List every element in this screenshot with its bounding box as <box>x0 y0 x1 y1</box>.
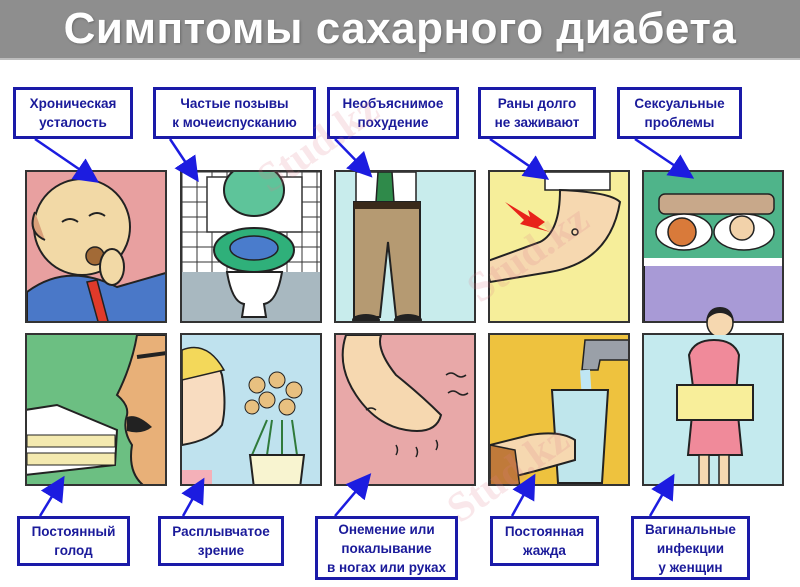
label-weight-loss: Необъяснимое похудение <box>327 87 459 139</box>
loose-trousers-icon <box>352 172 422 321</box>
man-eating-cake-icon <box>27 335 165 484</box>
label-vaginal-infections: Вагинальные инфекции у женщин <box>631 516 750 580</box>
panel-slow-healing-wounds <box>488 170 630 323</box>
label-chronic-fatigue: Хроническая усталость <box>13 87 133 139</box>
panel-frequent-urination <box>180 170 322 323</box>
title-bar: Симптомы сахарного диабета <box>0 0 800 60</box>
panel-vaginal-infections <box>642 333 784 486</box>
label-constant-thirst: Постоянная жажда <box>490 516 599 566</box>
woman-with-sign-icon <box>676 338 754 484</box>
panel-chronic-fatigue <box>25 170 167 323</box>
couple-in-bed-icon <box>644 193 782 321</box>
label-numbness: Онемение или покалывание в ногах или рук… <box>315 516 458 580</box>
arrow-weight-loss <box>334 138 373 178</box>
panel-blurred-vision <box>180 333 322 486</box>
numb-foot-icon <box>341 335 469 458</box>
panel-constant-hunger <box>25 333 167 486</box>
label-slow-healing-wounds: Раны долго не заживают <box>478 87 596 139</box>
wounded-arm-icon <box>490 172 622 284</box>
glass-of-water-icon <box>490 339 628 484</box>
panel-constant-thirst <box>488 333 630 486</box>
label-frequent-urination: Частые позывы к мочеиспусканию <box>153 87 316 139</box>
page-title: Симптомы сахарного диабета <box>63 4 737 53</box>
girl-looking-at-flowers-icon <box>182 346 306 484</box>
label-sexual-problems: Сексуальные проблемы <box>617 87 742 139</box>
woman-head-icon <box>706 307 734 335</box>
arrow-blurred-vision <box>181 477 205 517</box>
tired-man-eating-icon <box>27 178 165 321</box>
panel-sexual-problems <box>642 170 784 323</box>
toilet-icon <box>182 172 320 321</box>
panel-numbness <box>334 333 476 486</box>
label-constant-hunger: Постоянный голод <box>17 516 130 566</box>
label-blurred-vision: Расплывчатое зрение <box>158 516 284 566</box>
panel-weight-loss <box>334 170 476 323</box>
